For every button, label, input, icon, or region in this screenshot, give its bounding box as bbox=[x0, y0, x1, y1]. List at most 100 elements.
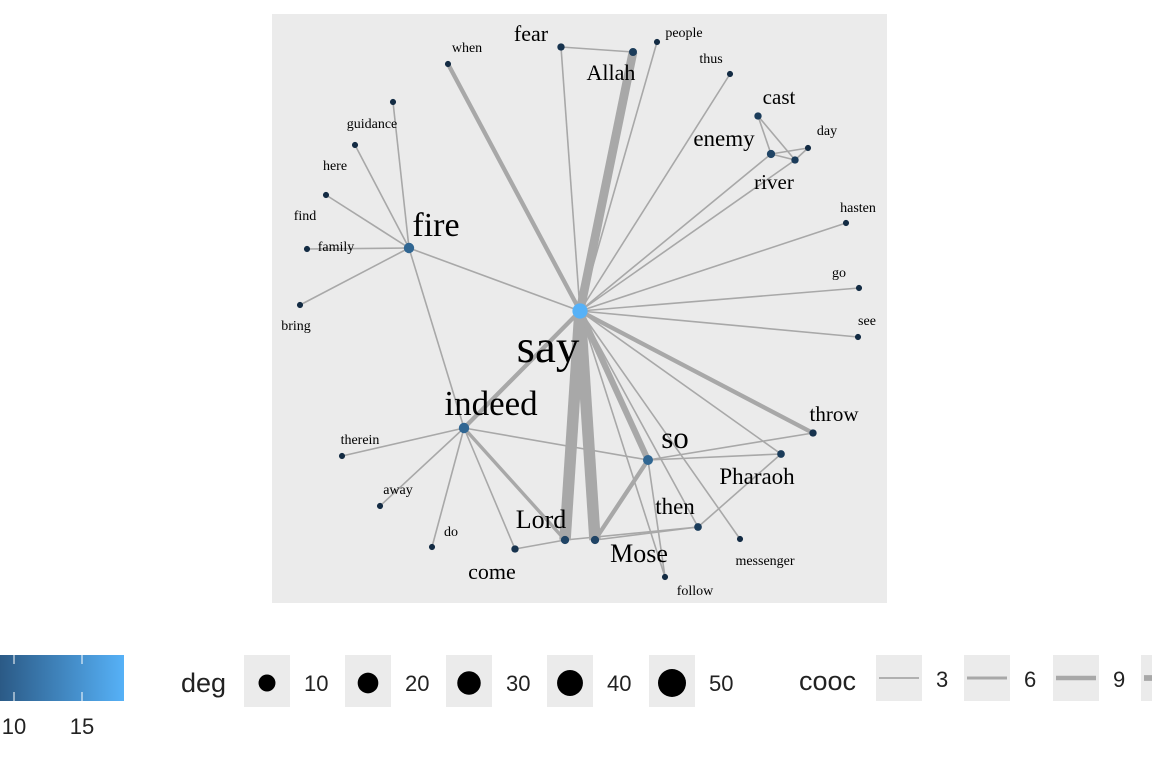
nodes-layer bbox=[296, 38, 863, 581]
node-label-find: find bbox=[294, 209, 317, 224]
node-label-fire: fire bbox=[412, 207, 459, 244]
edge-say-enemy bbox=[579, 153, 772, 312]
node-when bbox=[444, 60, 452, 68]
node-label-say: say bbox=[517, 321, 580, 373]
edge-fire-bring bbox=[299, 247, 410, 306]
edge-say-then bbox=[579, 310, 699, 528]
deg-legend-title: deg bbox=[181, 668, 226, 698]
edge-say-fear bbox=[560, 46, 581, 312]
node-go bbox=[855, 284, 863, 292]
edge-say-indeed bbox=[462, 309, 582, 430]
node-come bbox=[511, 545, 519, 553]
node-label-therein: therein bbox=[341, 433, 380, 448]
node-label-so: so bbox=[661, 420, 689, 455]
node-away bbox=[376, 502, 384, 510]
edge-so-Pharaoh bbox=[647, 453, 782, 461]
node-label-bring: bring bbox=[281, 319, 311, 334]
node-say bbox=[572, 303, 588, 319]
edge-fire-indeed bbox=[408, 247, 465, 429]
node-messenger bbox=[736, 535, 744, 543]
color-legend-tick-label: 10 bbox=[2, 714, 26, 739]
node-label-guidance: guidance bbox=[347, 117, 398, 132]
node-label-Allah: Allah bbox=[587, 60, 636, 85]
edge-say-so bbox=[577, 309, 651, 462]
cooc-legend-label: 6 bbox=[1024, 667, 1036, 692]
node-Pharaoh bbox=[777, 450, 785, 458]
edge-so-Mose bbox=[593, 458, 650, 542]
edge-say-when bbox=[446, 62, 582, 313]
edge-fire-guidance bbox=[392, 101, 410, 249]
edge-so-follow bbox=[647, 459, 666, 578]
node-therein bbox=[338, 452, 346, 460]
edge-enemy-day bbox=[770, 147, 809, 155]
node-family bbox=[303, 245, 311, 253]
edge-indeed-do bbox=[431, 427, 465, 548]
edge-say-Allah bbox=[575, 51, 638, 312]
deg-legend-key-glyph: a bbox=[666, 670, 679, 698]
node-label-river: river bbox=[754, 170, 794, 194]
edge-indeed-away bbox=[379, 427, 465, 507]
cooc-legend-label: 9 bbox=[1113, 667, 1125, 692]
node-label-here: here bbox=[323, 159, 347, 174]
deg-legend-key-point bbox=[457, 671, 481, 695]
edge-cast-river bbox=[757, 115, 796, 161]
node-fire bbox=[403, 242, 415, 254]
edge-Lord-come bbox=[514, 539, 566, 550]
node-label-enemy: enemy bbox=[693, 126, 755, 151]
node-here bbox=[351, 141, 359, 149]
node-people bbox=[653, 38, 661, 46]
node-label-then: then bbox=[655, 494, 695, 519]
edge-fire-family bbox=[306, 247, 410, 250]
node-label-day: day bbox=[817, 124, 837, 139]
node-Allah bbox=[629, 48, 637, 56]
node-label-away: away bbox=[383, 483, 413, 498]
node-follow bbox=[661, 573, 669, 581]
edge-say-people bbox=[579, 41, 658, 312]
node-see bbox=[854, 333, 862, 341]
node-label-follow: follow bbox=[677, 584, 714, 599]
node-label-cast: cast bbox=[763, 85, 796, 109]
deg-legend-key-point bbox=[258, 674, 276, 692]
edge-say-Mose bbox=[574, 310, 601, 541]
node-so bbox=[643, 455, 653, 465]
node-label-see: see bbox=[858, 314, 876, 329]
node-label-go: go bbox=[832, 266, 846, 281]
node-label-Mose: Mose bbox=[610, 539, 668, 568]
node-indeed bbox=[458, 422, 470, 434]
color-legend-tick-label: 15 bbox=[70, 714, 94, 739]
node-label-hasten: hasten bbox=[840, 201, 876, 216]
cooc-legend-label: 3 bbox=[936, 667, 948, 692]
edge-fear-Allah bbox=[560, 46, 634, 53]
node-enemy bbox=[766, 149, 776, 159]
deg-legend-label: 20 bbox=[405, 671, 429, 696]
edge-say-hasten bbox=[579, 222, 847, 312]
cooc-legend-keys: 3 6 9 bbox=[876, 655, 1152, 701]
node-river bbox=[791, 156, 799, 164]
deg-legend-label: 50 bbox=[709, 671, 733, 696]
edge-Mose-then bbox=[594, 526, 699, 541]
node-throw bbox=[809, 429, 817, 437]
node-do bbox=[428, 543, 436, 551]
node-label-throw: throw bbox=[810, 402, 860, 426]
node-label-Lord: Lord bbox=[516, 505, 567, 534]
node-label-messenger: messenger bbox=[735, 554, 794, 569]
node-find bbox=[322, 191, 330, 199]
cooc-legend-title: cooc bbox=[799, 666, 856, 696]
color-legend-bar bbox=[0, 655, 124, 701]
node-guidance bbox=[389, 98, 397, 106]
deg-legend-key-glyph: a bbox=[463, 671, 474, 696]
edge-say-go bbox=[579, 287, 860, 312]
edge-say-river bbox=[579, 159, 796, 312]
node-bring bbox=[296, 301, 304, 309]
deg-legend-key-glyph: a bbox=[564, 671, 576, 698]
labels-layer: sayfireindeedsoenemyLordMoseAllahfearcas… bbox=[281, 21, 876, 599]
node-label-thus: thus bbox=[699, 52, 722, 67]
edge-indeed-Lord bbox=[462, 426, 567, 542]
edge-say-Pharaoh bbox=[579, 310, 782, 455]
edge-then-Pharaoh bbox=[697, 453, 782, 528]
node-label-fear: fear bbox=[514, 21, 549, 46]
deg-legend-key-point bbox=[658, 669, 686, 697]
